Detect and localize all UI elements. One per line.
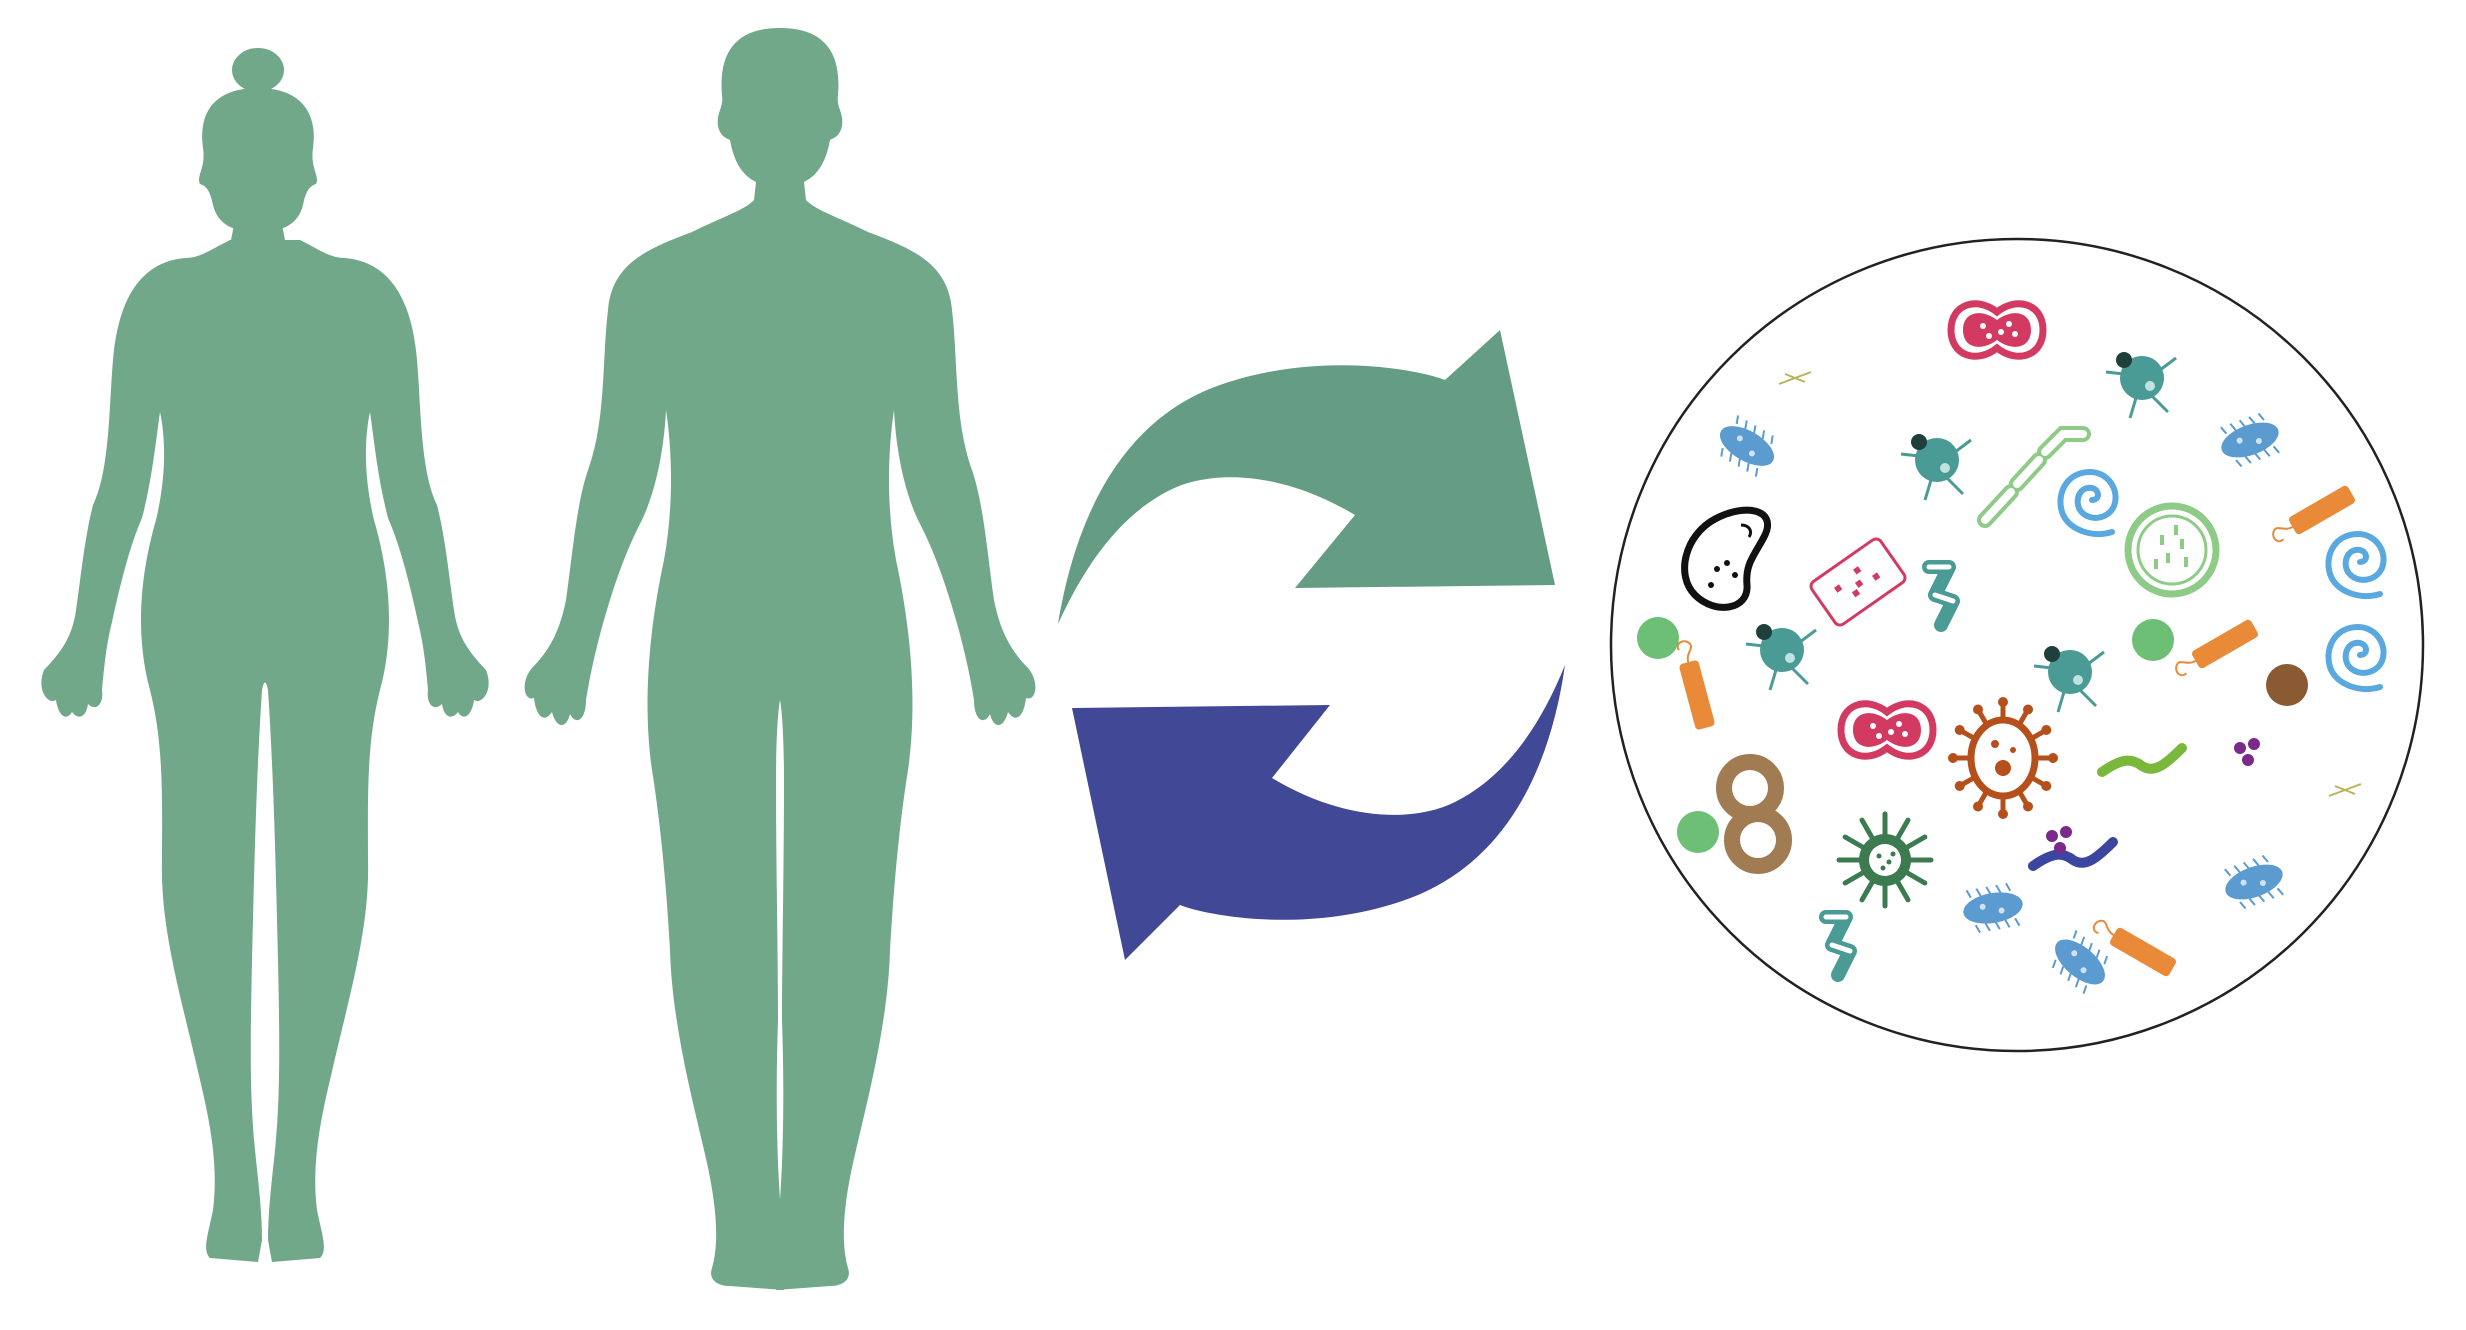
spiky-amoeba-microbe [1948,697,2058,819]
ciliate-microbe [1963,882,2023,934]
tailed-cell-microbe [1900,434,1972,501]
coccus-microbe [1677,811,1719,853]
coccus-microbe [1637,617,1679,659]
spiral-microbe [2325,530,2387,599]
virus-microbe [1836,811,1934,909]
male-silhouette [524,28,1036,1290]
arrow-to-human [1072,665,1565,960]
rect-cell-microbe [1809,537,1907,627]
female-silhouette [41,48,489,1262]
fiber-microbe [2328,783,2362,797]
tailed-cell-microbe [2033,646,2105,713]
peanut-cell-microbe [1837,700,1937,760]
coccus-microbe [2132,619,2174,661]
tailed-cell-microbe [1745,624,1817,691]
diplococci-microbe [2234,738,2260,766]
cycle-arrows [1058,330,1565,960]
ciliate-microbe [2224,854,2284,910]
coccus-microbe [2266,664,2308,706]
microbiome-circle [1609,237,2425,1053]
chain-bacillus-microbe [1977,426,2091,528]
flagellated-rod-microbe [1676,640,1715,730]
peanut-cell-microbe [1947,300,2047,360]
worm-microbe [2097,743,2187,777]
ciliate-microbe [2051,930,2109,994]
diplococci-microbe [2046,826,2072,854]
spiral-microbe [2325,623,2387,692]
flagellated-rod-microbe [2092,919,2176,977]
spiral-microbe [2057,468,2119,537]
fiber-microbe [1778,371,1812,385]
microbes-group [1637,300,2387,994]
tailed-cell-microbe [2105,352,2177,419]
flagellated-rod-microbe [2175,619,2258,677]
flagellated-rod-microbe [2272,485,2355,543]
ciliate-microbe [1719,415,1775,477]
bent-chain-microbe [1922,560,1960,632]
ciliate-microbe [2220,412,2280,468]
arrow-to-microbiome [1058,330,1555,624]
worm-microbe [2028,837,2118,871]
figure-eight-microbe [1716,754,1792,874]
kidney-cell-microbe [1681,506,1771,611]
round-dotted-cell-microbe [2124,502,2220,598]
bent-chain-microbe [1819,910,1857,982]
